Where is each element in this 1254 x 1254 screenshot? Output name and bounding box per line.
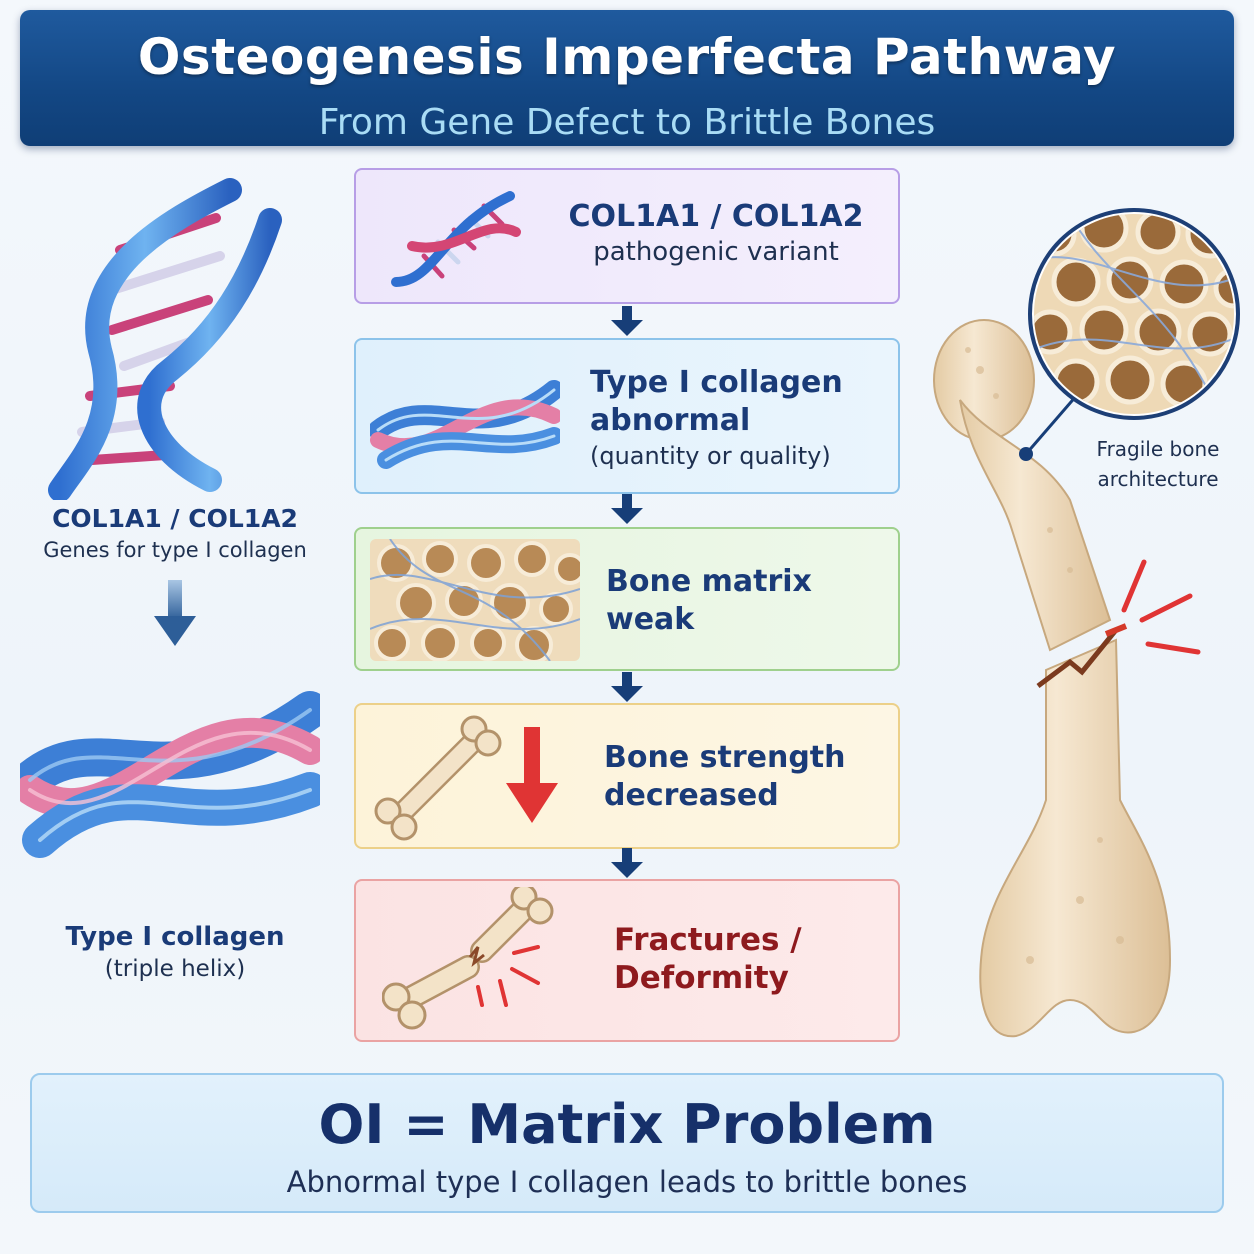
collagen-label-title: Type I collagen <box>65 922 285 952</box>
gene-label-title: COL1A1 / COL1A2 <box>52 504 298 533</box>
step-collagen-abnormal: Type I collagen abnormal (quantity or qu… <box>354 338 900 494</box>
summary-title: OI = Matrix Problem <box>318 1093 936 1156</box>
down-arrow-icon <box>611 672 643 702</box>
collagen-label-subtitle: (triple helix) <box>104 956 246 982</box>
step-5-title-line1: Fractures / <box>614 922 802 958</box>
step-bone-matrix-weak: Bone matrix weak <box>354 527 900 671</box>
dna-icon <box>391 191 521 287</box>
step-1-title: COL1A1 / COL1A2 <box>568 199 864 234</box>
step-4-title-line1: Bone strength <box>604 740 846 775</box>
gene-label: COL1A1 / COL1A2 Genes for type I collage… <box>20 502 330 564</box>
header-banner: Osteogenesis Imperfecta Pathway From Gen… <box>20 10 1234 146</box>
step-3-title-line1: Bone matrix <box>606 564 812 599</box>
step-2-title-line1: Type I collagen <box>590 365 843 400</box>
left-down-arrow-icon <box>154 580 196 646</box>
down-arrow-icon <box>611 494 643 524</box>
down-arrow-icon <box>611 306 643 336</box>
gene-label-subtitle: Genes for type I collagen <box>43 538 307 562</box>
bone-architecture-magnifier <box>1028 208 1240 420</box>
bone-matrix-icon <box>370 539 580 661</box>
page-subtitle: From Gene Defect to Brittle Bones <box>318 102 936 143</box>
broken-bone-icon <box>382 887 554 1030</box>
step-1-subtitle: pathogenic variant <box>593 237 839 267</box>
step-2-title-line2: abnormal <box>590 403 751 438</box>
down-arrow-icon <box>611 848 643 878</box>
bone-icon <box>374 715 502 841</box>
decrease-arrow-icon <box>506 727 558 823</box>
fragile-callout-line2: architecture <box>1097 467 1219 491</box>
page-title: Osteogenesis Imperfecta Pathway <box>137 28 1117 86</box>
summary-subtitle: Abnormal type I collagen leads to brittl… <box>286 1165 968 1199</box>
femur-illustration <box>933 319 1201 1038</box>
step-5-title-line2: Deformity <box>614 960 789 996</box>
dna-helix-illustration <box>48 178 282 500</box>
collagen-triple-helix-illustration <box>20 691 320 858</box>
summary-banner: OI = Matrix Problem Abnormal type I coll… <box>30 1073 1224 1213</box>
step-4-title-line2: decreased <box>604 778 779 813</box>
step-2-subtitle: (quantity or quality) <box>590 442 831 470</box>
step-gene-variant: COL1A1 / COL1A2 pathogenic variant <box>354 168 900 304</box>
step-3-title-line2: weak <box>606 602 695 637</box>
fragile-callout-line1: Fragile bone <box>1096 437 1220 461</box>
collagen-label: Type I collagen (triple helix) <box>20 920 330 984</box>
fragile-bone-callout: Fragile bone architecture <box>1082 434 1234 494</box>
step-fractures-deformity: Fractures / Deformity <box>354 879 900 1042</box>
collagen-fibers-icon <box>370 380 560 469</box>
step-bone-strength-decreased: Bone strength decreased <box>354 703 900 849</box>
